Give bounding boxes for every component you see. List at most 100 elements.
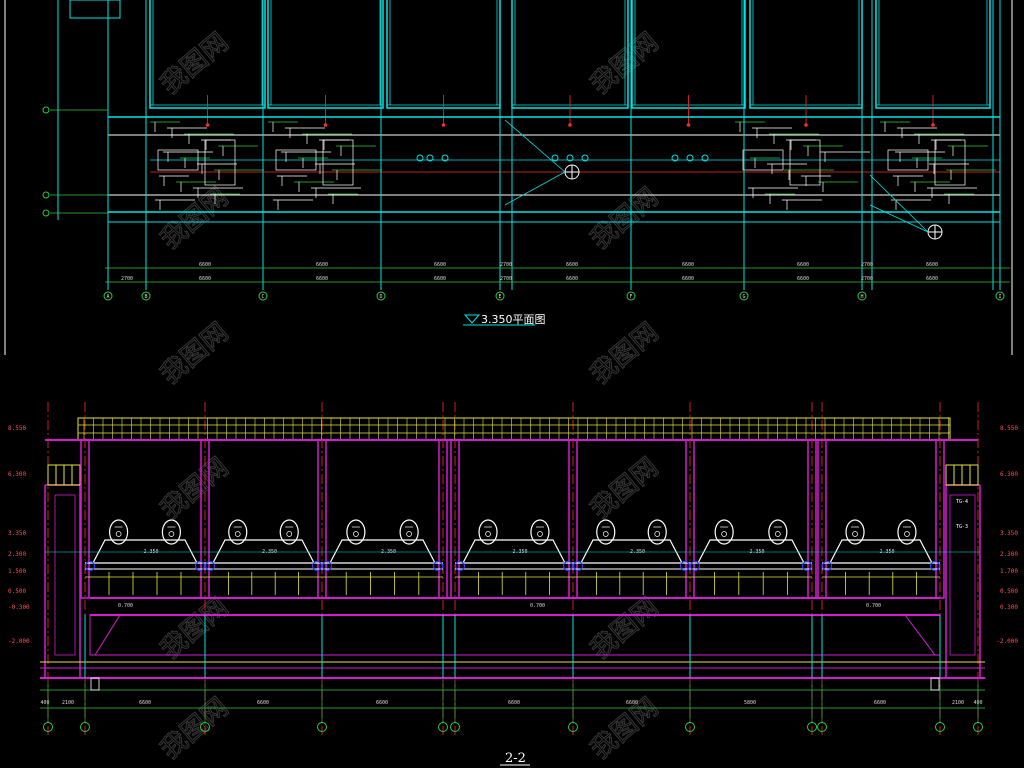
pipe-end-cap [679, 560, 691, 572]
plan-bay-dimension: 6600 [797, 262, 809, 268]
plan-equipment-details [150, 121, 996, 210]
plan-bay-dimension: 6600 [682, 262, 694, 268]
level-mark: 6.300 [8, 471, 26, 478]
pipe-end-cap [204, 560, 216, 572]
plan-detail-box [157, 149, 199, 171]
aerator-oval [530, 519, 550, 545]
pipe-end-cap [432, 560, 444, 572]
plan-axis-label: B [144, 294, 147, 300]
aerator-oval [108, 519, 129, 545]
section-axis-bubble [807, 722, 817, 732]
section-bottom-dimension: 2100 [952, 700, 964, 706]
aerator-detail [654, 531, 661, 537]
plan-bay-dimension: 2700 [861, 262, 873, 268]
plan-axis-label: F [629, 294, 632, 300]
plan-axis-label: E [498, 294, 501, 300]
level-triangle-icon [463, 314, 481, 324]
section-bottom-dimension: 400 [40, 700, 49, 706]
left-stair-shaft [54, 494, 76, 656]
pipe-end-cap [321, 560, 333, 572]
section-axis-bubble [568, 722, 578, 732]
plan-red-dot [323, 123, 328, 127]
plan-equipment-circle [671, 154, 679, 162]
section-bottom-dimension: 6600 [376, 700, 388, 706]
section-wall-column [450, 439, 460, 599]
plan-axis-bubble [376, 291, 386, 301]
pipe-end-cap [689, 560, 701, 572]
side-tag: TG-4 [956, 499, 968, 505]
plan-total-dimension: 2700 [121, 276, 133, 282]
section-wall-column [685, 439, 695, 599]
level-mark: 2.300 [8, 551, 26, 558]
pipe-end-cap [84, 560, 96, 572]
watermark-text: 我图网 [155, 692, 234, 765]
plan-detail-box [275, 149, 317, 171]
aerator-oval [596, 519, 616, 545]
aerator-detail [234, 531, 241, 537]
footing-detail [930, 677, 940, 691]
plan-tank-cells [149, 0, 991, 127]
pipe-end-cap [929, 560, 941, 572]
section-structure [40, 439, 985, 679]
watermark-text: 我图网 [585, 692, 664, 765]
aerator-oval [161, 519, 181, 545]
level-mark: -2.000 [996, 638, 1018, 645]
section-bottom-levels: 0.700 0.700 0.700 [118, 603, 881, 609]
section-bottom-dimension: 6600 [874, 700, 886, 706]
footing-detail [90, 677, 100, 691]
trough-outline [580, 539, 683, 564]
plan-axis-label: I [998, 294, 1001, 300]
level-mark: 0.300 [1000, 604, 1018, 611]
plan-title-text: 3.350平面图 [481, 313, 546, 326]
section-side-tags: TG-4 TG-3 [956, 499, 968, 530]
pipe-end-cap [801, 560, 813, 572]
aerator-detail [353, 531, 359, 537]
section-wall-column [200, 439, 210, 599]
section-wall-column [317, 439, 327, 599]
leader-line [869, 174, 929, 233]
plan-detail-box [789, 139, 821, 186]
top-grating [77, 417, 951, 441]
plan-axis-bubble [42, 209, 50, 217]
plan-detail-box [322, 139, 354, 186]
plan-equipment-circle [441, 154, 449, 162]
level-mark: 3.350 [1000, 530, 1018, 537]
plan-axis-bubble [103, 291, 113, 301]
plan-total-dimension: 6600 [434, 276, 446, 282]
plan-detail-box [887, 149, 929, 171]
watermark-text: 我图网 [155, 182, 234, 255]
trough-outline [462, 539, 566, 564]
watermark-text: 我图网 [155, 452, 234, 525]
plan-bay-dimension: 6600 [199, 262, 211, 268]
pipe-end-cap [562, 560, 574, 572]
section-levels-right: 8.550 6.300 3.350 2.300 1.700 0.500 0.30… [996, 425, 1018, 645]
level-mark: 1.700 [1000, 568, 1018, 575]
trough-outline [92, 539, 198, 564]
level-mark: 0.500 [1000, 588, 1018, 595]
plan-tank-cell [267, 0, 384, 109]
pipe-end-cap [572, 560, 584, 572]
leader-line [504, 119, 566, 173]
plan-equipment-circle [551, 154, 559, 162]
level-mark: -0.300 [8, 604, 30, 611]
plan-pipe-symbols [504, 119, 943, 240]
aerator-detail [774, 531, 781, 537]
section-levels-left: 8.550 6.300 3.350 2.300 1.500 0.500 -0.3… [8, 425, 30, 645]
side-tag: TG-3 [956, 524, 968, 530]
plan-bay-dimension: 6600 [316, 262, 328, 268]
plan-bay-dimension: 6600 [566, 262, 578, 268]
pipe-end-cap [194, 560, 206, 572]
aerator-detail [852, 531, 858, 537]
leader-line [504, 171, 566, 206]
section-wall-column [80, 439, 90, 599]
plan-red-dot [205, 123, 210, 127]
plan-top-left-box [69, 0, 121, 19]
section-axis-bubble [450, 722, 460, 732]
level-mark: 8.550 [1000, 425, 1018, 432]
section-axis-bubble [43, 722, 53, 732]
hopper-right [904, 614, 941, 656]
bottom-level-mark: 0.700 [530, 603, 545, 609]
plan-equipment-circle [416, 154, 424, 162]
